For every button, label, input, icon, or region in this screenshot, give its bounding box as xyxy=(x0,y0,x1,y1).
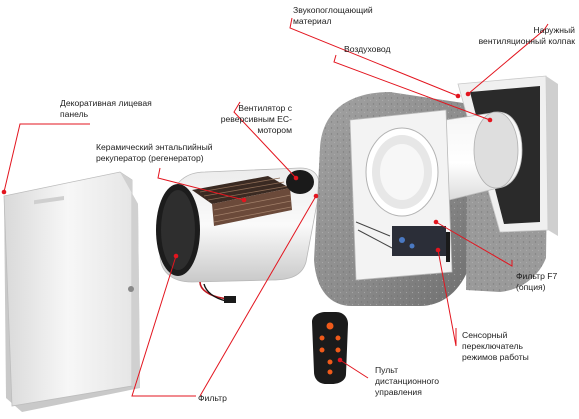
touch-switch xyxy=(446,232,450,262)
remote-control xyxy=(312,312,348,384)
recuperator-cylinder xyxy=(156,167,320,303)
label-filter-f7: Фильтр F7 (опция) xyxy=(516,271,558,292)
ceramic-core xyxy=(192,176,292,226)
inner-unit xyxy=(349,109,453,281)
label-fan: Вентилятор с реверсивным ЕС- мотором xyxy=(220,103,292,135)
label-recuperator: Керамический энтальпийный рекуператор (р… xyxy=(96,142,213,163)
label-decorative-panel: Декоративная лицевая панель xyxy=(60,98,152,119)
leader-dots xyxy=(1,91,493,363)
label-remote: Пульт дистанционного управления xyxy=(375,365,439,397)
leader-lines xyxy=(3,17,549,397)
fan-motor xyxy=(286,170,314,194)
label-sound-material: Звукопоглощающий материал xyxy=(293,5,373,26)
label-duct: Воздуховод xyxy=(344,44,391,54)
decorative-panel xyxy=(3,171,140,412)
label-outer-hood: Наружный вентиляционный колпак xyxy=(478,25,575,46)
label-touch-switch: Сенсорный переключатель режимов работы xyxy=(462,330,529,362)
label-filter: Фильтр xyxy=(198,393,227,403)
